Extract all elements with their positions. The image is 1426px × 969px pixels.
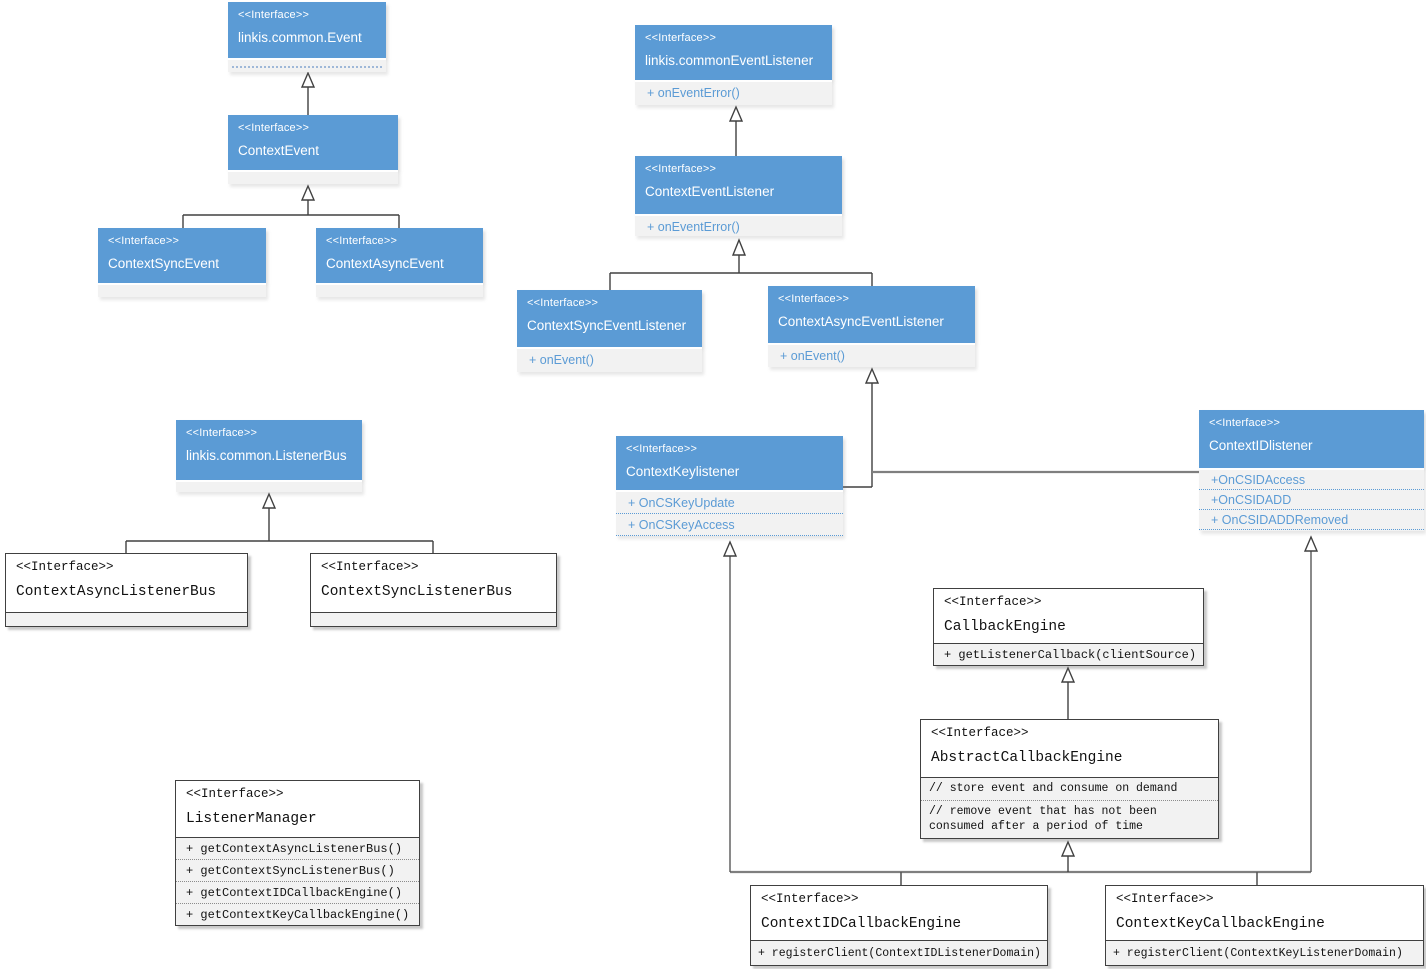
edge-contextevent-to-event <box>300 71 316 115</box>
class-context-key-listener: <<Interface>> ContextKeylistener + OnCSK… <box>616 436 843 536</box>
stereotype: <<Interface>> <box>944 595 1042 609</box>
class-context-async-event: <<Interface>> ContextAsyncEvent <box>316 228 483 297</box>
stereotype: <<Interface>> <box>527 297 599 309</box>
methods-compartment: + onEventError() <box>635 214 842 236</box>
methods-compartment: + OnCSKeyUpdate + OnCSKeyAccess <box>616 490 843 536</box>
class-name: ListenerManager <box>186 811 317 827</box>
attributes-compartment <box>228 170 398 184</box>
class-name: ContextEventListener <box>645 184 775 199</box>
attributes-compartment <box>316 283 483 297</box>
class-name: AbstractCallbackEngine <box>931 750 1123 766</box>
class-name: ContextKeylistener <box>626 464 740 479</box>
comment: // remove event that has not been consum… <box>929 804 1157 834</box>
method: + registerClient(ContextKeyListenerDomai… <box>1113 947 1403 960</box>
attributes-compartment <box>311 612 556 626</box>
edge-key-id-listeners-to-asynceventlistener <box>843 367 1199 488</box>
class-name: ContextAsyncEvent <box>326 256 444 271</box>
stereotype: <<Interface>> <box>321 560 419 574</box>
edge-buses-to-listenerbus <box>125 492 434 553</box>
method: +OnCSIDAccess <box>1199 470 1424 490</box>
stereotype: <<Interface>> <box>326 235 398 247</box>
edge-engines-bus <box>722 535 1319 886</box>
class-name: linkis.commonEventListener <box>645 53 814 68</box>
methods-compartment: + onEventError() <box>635 80 832 105</box>
class-context-key-callback-engine: <<Interface>> ContextKeyCallbackEngine +… <box>1105 885 1424 966</box>
class-context-event-listener: <<Interface>> ContextEventListener + onE… <box>635 156 842 236</box>
class-name: ContextEvent <box>238 143 320 158</box>
stereotype: <<Interface>> <box>238 9 310 21</box>
edge-abstract-to-callbackengine <box>1060 666 1076 719</box>
methods-compartment: + getListenerCallback(clientSource) <box>934 643 1203 665</box>
methods-compartment: + registerClient(ContextIDListenerDomain… <box>751 940 1047 965</box>
stereotype: <<Interface>> <box>16 560 114 574</box>
stereotype: <<Interface>> <box>626 443 698 455</box>
class-listener-manager: <<Interface>> ListenerManager + getConte… <box>175 780 420 926</box>
class-context-id-callback-engine: <<Interface>> ContextIDCallbackEngine + … <box>750 885 1048 966</box>
class-linkis-common-listener-bus: <<Interface>> linkis.common.ListenerBus <box>176 420 362 492</box>
stereotype: <<Interface>> <box>238 122 310 134</box>
method: + OnCSKeyUpdate <box>616 492 843 514</box>
methods-compartment: + onEvent() <box>517 347 702 372</box>
methods-compartment: +OnCSIDAccess +OnCSIDADD + OnCSIDADDRemo… <box>1199 468 1424 531</box>
class-context-async-listener-bus: <<Interface>> ContextAsyncListenerBus <box>5 553 248 627</box>
class-context-sync-event-listener: <<Interface>> ContextSyncEventListener +… <box>517 290 702 372</box>
method: +OnCSIDADD <box>1199 490 1424 510</box>
class-context-async-event-listener: <<Interface>> ContextAsyncEventListener … <box>768 286 975 367</box>
method: + getContextAsyncListenerBus() <box>176 838 419 860</box>
method: + onEventError() <box>647 220 740 234</box>
stereotype: <<Interface>> <box>108 235 180 247</box>
class-name: ContextAsyncListenerBus <box>16 584 217 600</box>
methods-compartment: + getContextAsyncListenerBus() + getCont… <box>176 837 419 925</box>
method: + onEvent() <box>780 349 845 363</box>
class-context-id-listener: <<Interface>> ContextIDlistener +OnCSIDA… <box>1199 410 1424 531</box>
class-name: ContextSyncEvent <box>108 256 220 271</box>
comment: // store event and consume on demand <box>921 778 1218 801</box>
stereotype: <<Interface>> <box>1209 417 1281 429</box>
class-name: ContextSyncEventListener <box>527 318 687 333</box>
stereotype: <<Interface>> <box>186 787 284 801</box>
stereotype: <<Interface>> <box>645 32 717 44</box>
stereotype: <<Interface>> <box>1116 892 1214 906</box>
class-name: ContextAsyncEventListener <box>778 314 944 329</box>
edge-syncasync-to-contextevent <box>182 184 400 228</box>
method: + OnCSKeyAccess <box>616 514 843 536</box>
class-name: linkis.common.Event <box>238 30 362 45</box>
attributes-compartment <box>228 58 386 72</box>
method: + getContextKeyCallbackEngine() <box>186 908 410 922</box>
class-name: ContextSyncListenerBus <box>321 584 513 600</box>
class-name: ContextKeyCallbackEngine <box>1116 916 1325 932</box>
method: + registerClient(ContextIDListenerDomain… <box>758 947 1041 960</box>
method: + getContextIDCallbackEngine() <box>176 882 419 904</box>
attributes-compartment <box>98 283 266 297</box>
class-callback-engine: <<Interface>> CallbackEngine + getListen… <box>933 588 1204 666</box>
attributes-compartment <box>176 480 362 492</box>
attributes-compartment <box>6 612 247 626</box>
class-name: ContextIDlistener <box>1209 438 1313 453</box>
class-linkis-common-event: <<Interface>> linkis.common.Event <box>228 2 386 72</box>
stereotype: <<Interface>> <box>761 892 859 906</box>
class-abstract-callback-engine: <<Interface>> AbstractCallbackEngine // … <box>920 719 1219 839</box>
methods-compartment: + registerClient(ContextKeyListenerDomai… <box>1106 940 1423 965</box>
class-linkis-common-event-listener: <<Interface>> linkis.commonEventListener… <box>635 25 832 105</box>
class-context-sync-event: <<Interface>> ContextSyncEvent <box>98 228 266 297</box>
method: + OnCSIDADDRemoved <box>1199 510 1424 530</box>
method: + getContextSyncListenerBus() <box>176 860 419 882</box>
stereotype: <<Interface>> <box>931 726 1029 740</box>
class-name: CallbackEngine <box>944 619 1066 635</box>
method: + onEventError() <box>647 86 740 100</box>
stereotype: <<Interface>> <box>186 427 258 439</box>
comments-compartment: // store event and consume on demand // … <box>921 777 1218 838</box>
stereotype: <<Interface>> <box>778 293 850 305</box>
class-context-event: <<Interface>> ContextEvent <box>228 115 398 184</box>
method: + getListenerCallback(clientSource) <box>944 648 1197 662</box>
method: + onEvent() <box>529 353 594 367</box>
class-name: linkis.common.ListenerBus <box>186 448 347 463</box>
edge-listeners-to-contexteventlistener <box>609 238 873 291</box>
class-name: ContextIDCallbackEngine <box>761 916 962 932</box>
stereotype: <<Interface>> <box>645 163 717 175</box>
methods-compartment: + onEvent() <box>768 343 975 367</box>
edge-contexteventlistener-to-commoneventlistener <box>728 105 744 156</box>
class-context-sync-listener-bus: <<Interface>> ContextSyncListenerBus <box>310 553 557 627</box>
